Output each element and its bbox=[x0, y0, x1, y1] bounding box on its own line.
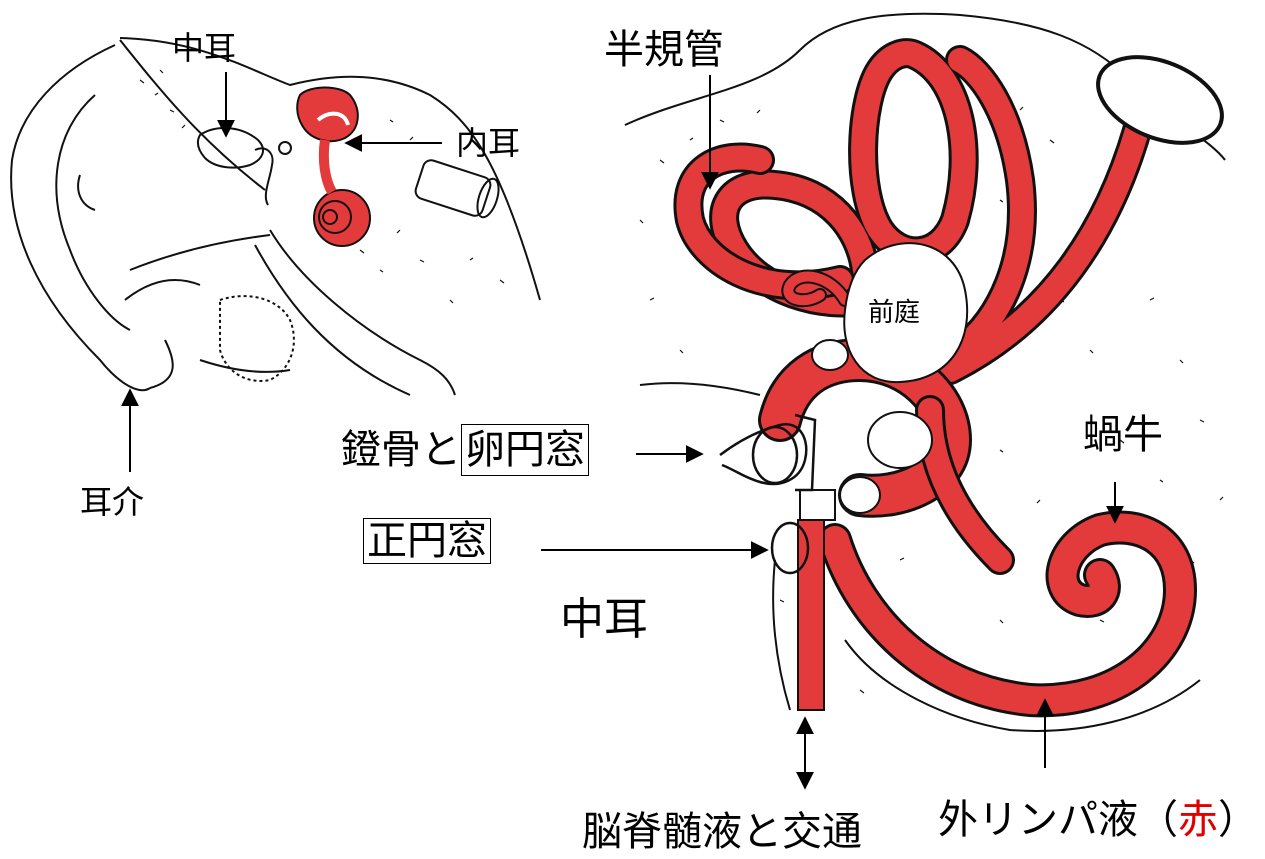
label-semicircular-canals: 半規管 bbox=[604, 30, 724, 70]
label-inner-ear: 内耳 bbox=[456, 127, 520, 159]
ampulla bbox=[1085, 40, 1234, 159]
label-csf-communication: 脳脊髄液と交通 bbox=[582, 812, 862, 852]
label-middle-ear-left: 中耳 bbox=[172, 32, 236, 64]
temporal-bone-outline bbox=[120, 38, 540, 300]
pinna-inner-fold bbox=[56, 95, 130, 330]
label-cochlea: 蝸牛 bbox=[1083, 415, 1163, 455]
label-round-window: 正円窓 bbox=[363, 518, 491, 564]
label-perilymph-text: 外リンパ液（ bbox=[938, 797, 1178, 843]
label-middle-ear-right: 中耳 bbox=[560, 598, 648, 642]
left-arrows bbox=[130, 72, 442, 472]
label-stapes: 鐙骨と bbox=[341, 427, 461, 473]
perilymph-spaces bbox=[688, 53, 1180, 710]
ear-section-drawing bbox=[11, 38, 540, 395]
label-oval-window: 卵円窓 bbox=[461, 424, 589, 476]
label-perilymph-close: ） bbox=[1218, 797, 1258, 843]
label-stapes-oval-window: 鐙骨と卵円窓 bbox=[341, 430, 589, 470]
label-pinna: 耳介 bbox=[80, 486, 144, 518]
ear-canal-lower bbox=[130, 235, 270, 270]
label-vestibule: 前庭 bbox=[868, 300, 920, 326]
inner-ear-small bbox=[297, 88, 370, 247]
label-perilymph-red: 赤 bbox=[1178, 797, 1218, 843]
pinna-outline bbox=[11, 45, 150, 390]
label-perilymph: 外リンパ液（赤） bbox=[938, 800, 1258, 840]
